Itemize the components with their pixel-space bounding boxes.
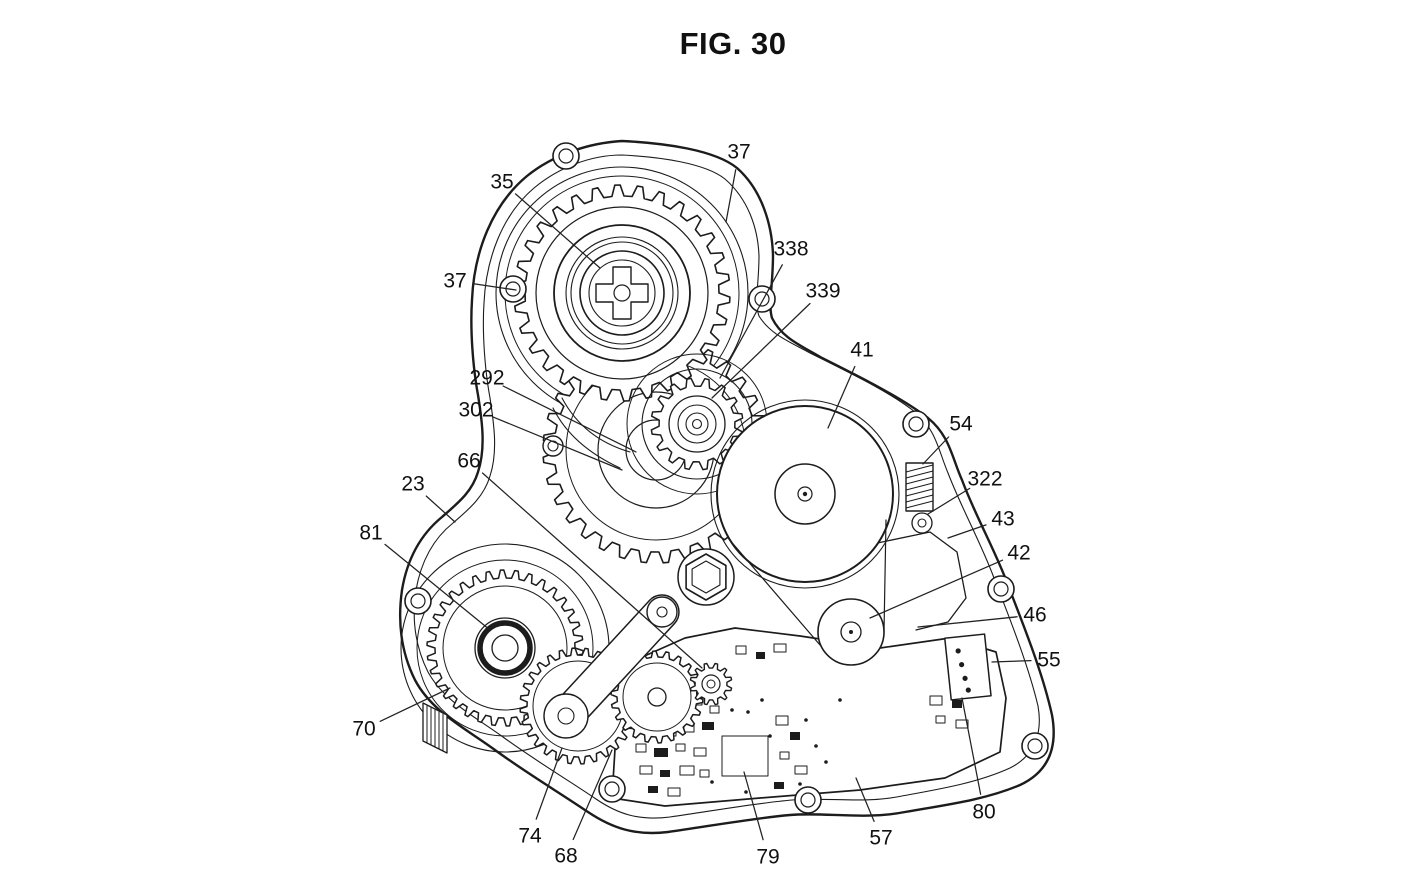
pcb-vias [710,692,842,794]
ref-label-37: 37 [727,140,751,164]
pcb-components [635,643,969,797]
figure-title: FIG. 30 [679,26,787,61]
belt-pulley [817,598,885,666]
motor-rotor [710,399,900,646]
ref-label-43: 43 [991,507,1015,531]
ref-label-292: 292 [469,366,505,390]
small-idler-gear [689,662,733,706]
ref-label-55: 55 [1037,648,1061,672]
ref-label-41: 41 [850,338,874,362]
leader-lines [379,169,1032,841]
ref-label-54: 54 [949,412,973,436]
ref-label-37: 37 [443,269,467,293]
hex-bolt [677,548,735,606]
main-drive-gear [513,184,731,402]
pivot-pin [911,512,933,534]
ref-label-70: 70 [352,717,376,741]
pinion-gear [626,353,768,495]
ref-label-81: 81 [359,521,383,545]
ref-label-57: 57 [869,826,893,850]
ref-label-46: 46 [1023,603,1047,627]
ref-label-80: 80 [972,800,996,824]
lever-arm [543,594,680,739]
ref-label-339: 339 [805,279,841,303]
idler-gear [610,650,704,744]
flange-bolt-holes [404,142,1049,814]
spring [905,462,934,512]
ref-label-322: 322 [967,467,1003,491]
ref-label-66: 66 [457,449,481,473]
ref-label-68: 68 [554,844,578,868]
ref-label-35: 35 [490,170,514,194]
belt-lines [727,519,887,646]
ref-label-23: 23 [401,472,425,496]
connector [944,633,992,701]
ref-label-338: 338 [773,237,809,261]
hatched-ribs [422,702,448,754]
hub-cross-slot [595,266,649,320]
ref-label-74: 74 [518,824,542,848]
mounting-plate [867,512,967,631]
ref-label-79: 79 [756,845,780,869]
ref-label-302: 302 [458,398,494,422]
ref-label-42: 42 [1007,541,1031,565]
